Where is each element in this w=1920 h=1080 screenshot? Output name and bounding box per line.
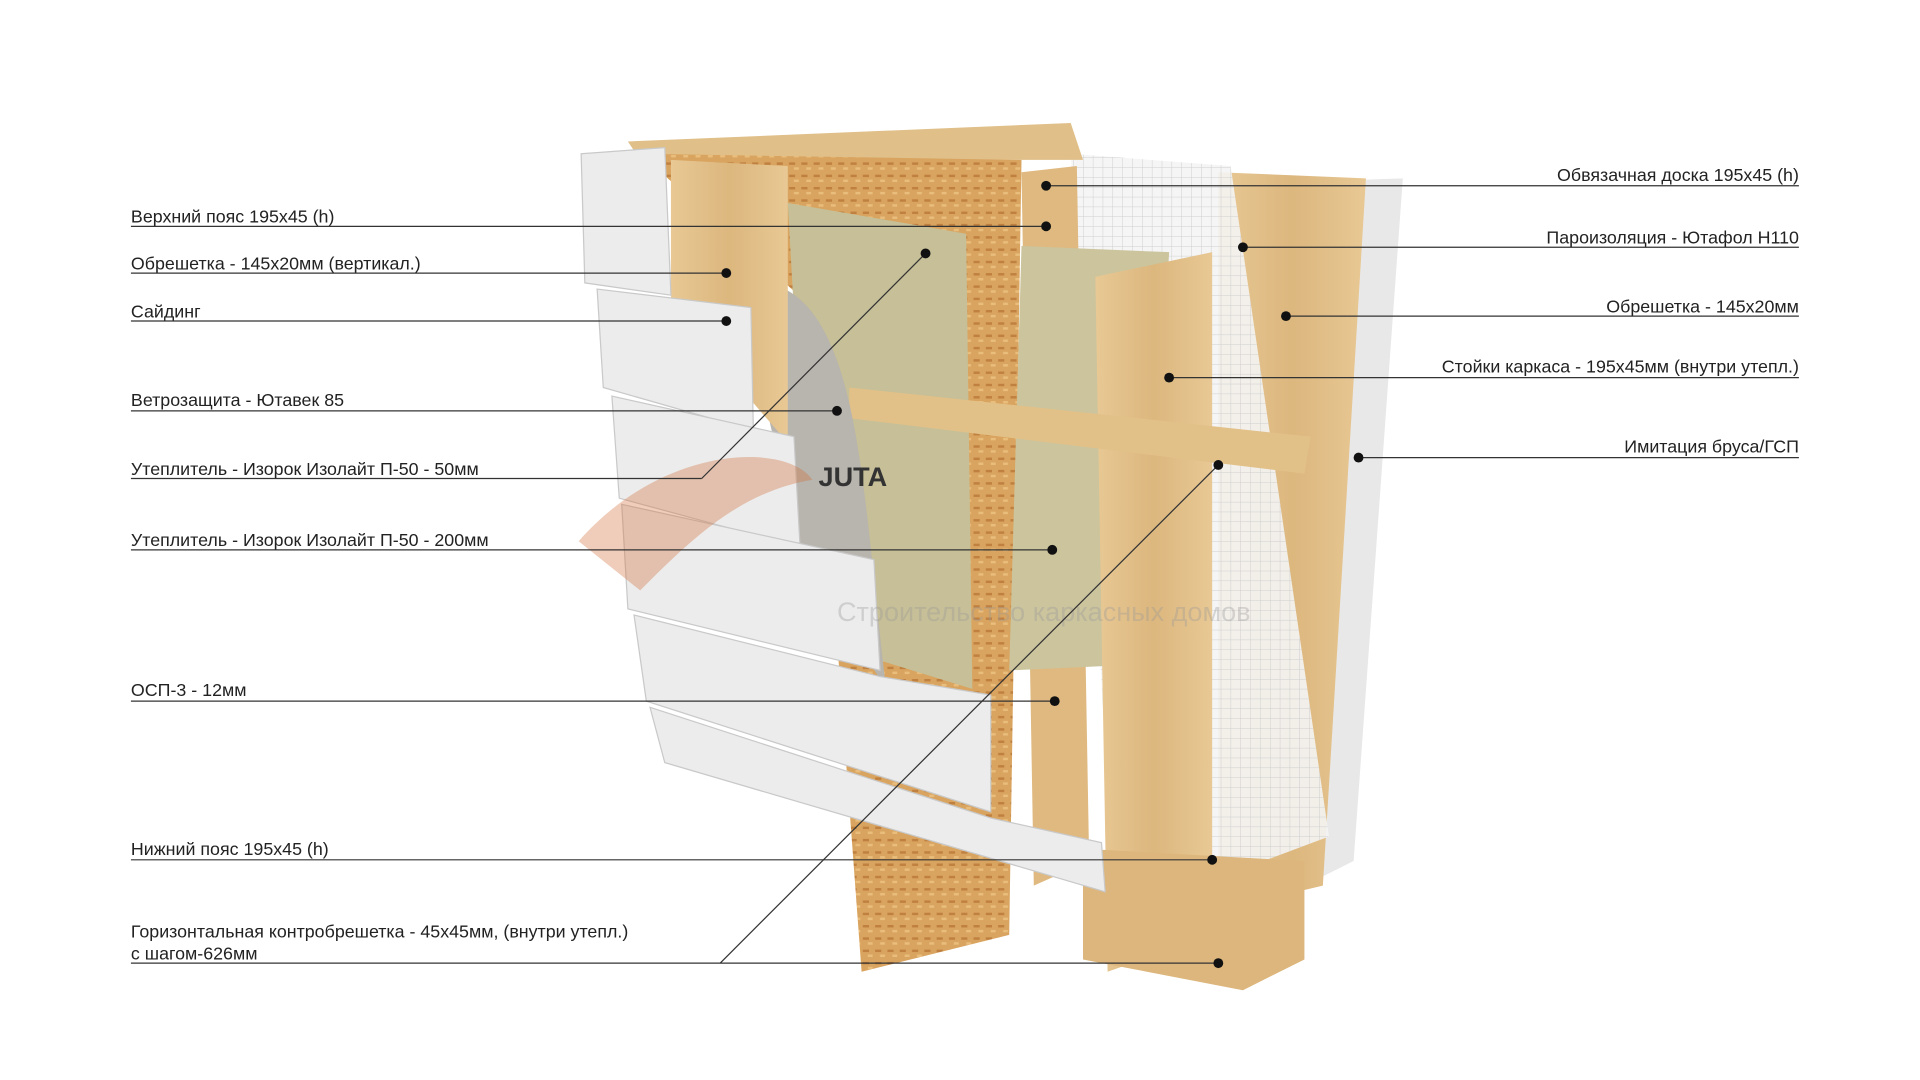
watermark-logo: Строительство каркасных домов [578,457,1251,627]
label-outer-lathing: Обрешетка - 145х20мм (вертикал.) [131,253,421,273]
label-top-plate: Верхний пояс 195х45 (h) [131,207,334,227]
top-plate [627,123,1084,160]
label-bottom-plate: Нижний пояс 195х45 (h) [131,839,329,859]
label-vapor-barrier: Пароизоляция - Ютафол Н110 [1546,228,1799,248]
label-tie-board: Обвязачная доска 195х45 (h) [1557,165,1799,185]
label-insulation-50: Утеплитель - Изорок Изолайт П-50 - 50мм [131,459,479,479]
label-siding: Сайдинг [131,301,201,321]
bottom-plate [1083,848,1305,991]
left-callouts: Верхний пояс 195х45 (h) Обрешетка - 145х… [131,207,1224,969]
watermark-subtitle: Строительство каркасных домов [837,597,1251,627]
label-insulation-200: Утеплитель - Изорок Изолайт П-50 - 200мм [131,530,489,550]
label-counter-lathing: Горизонтальная контробрешетка - 45х45мм,… [131,921,628,941]
label-wind-membrane: Ветрозащита - Ютавек 85 [131,390,344,410]
siding [580,146,1106,893]
membrane-print: JUTA [819,462,888,492]
label-gsp: Имитация бруса/ГСП [1624,437,1799,457]
label-frame-studs: Стойки каркаса - 195х45мм (внутри утепл.… [1442,357,1799,377]
label-counter-lathing-step: с шагом-626мм [131,943,258,963]
right-callouts: Обвязачная доска 195х45 (h) Пароизоляция… [1041,165,1799,463]
horizontal-counter-lathing [849,387,1311,474]
label-osb: ОСП-3 - 12мм [131,680,247,700]
outer-lathing [670,159,788,443]
label-inner-lathing: Обрешетка - 145х20мм [1606,296,1799,316]
